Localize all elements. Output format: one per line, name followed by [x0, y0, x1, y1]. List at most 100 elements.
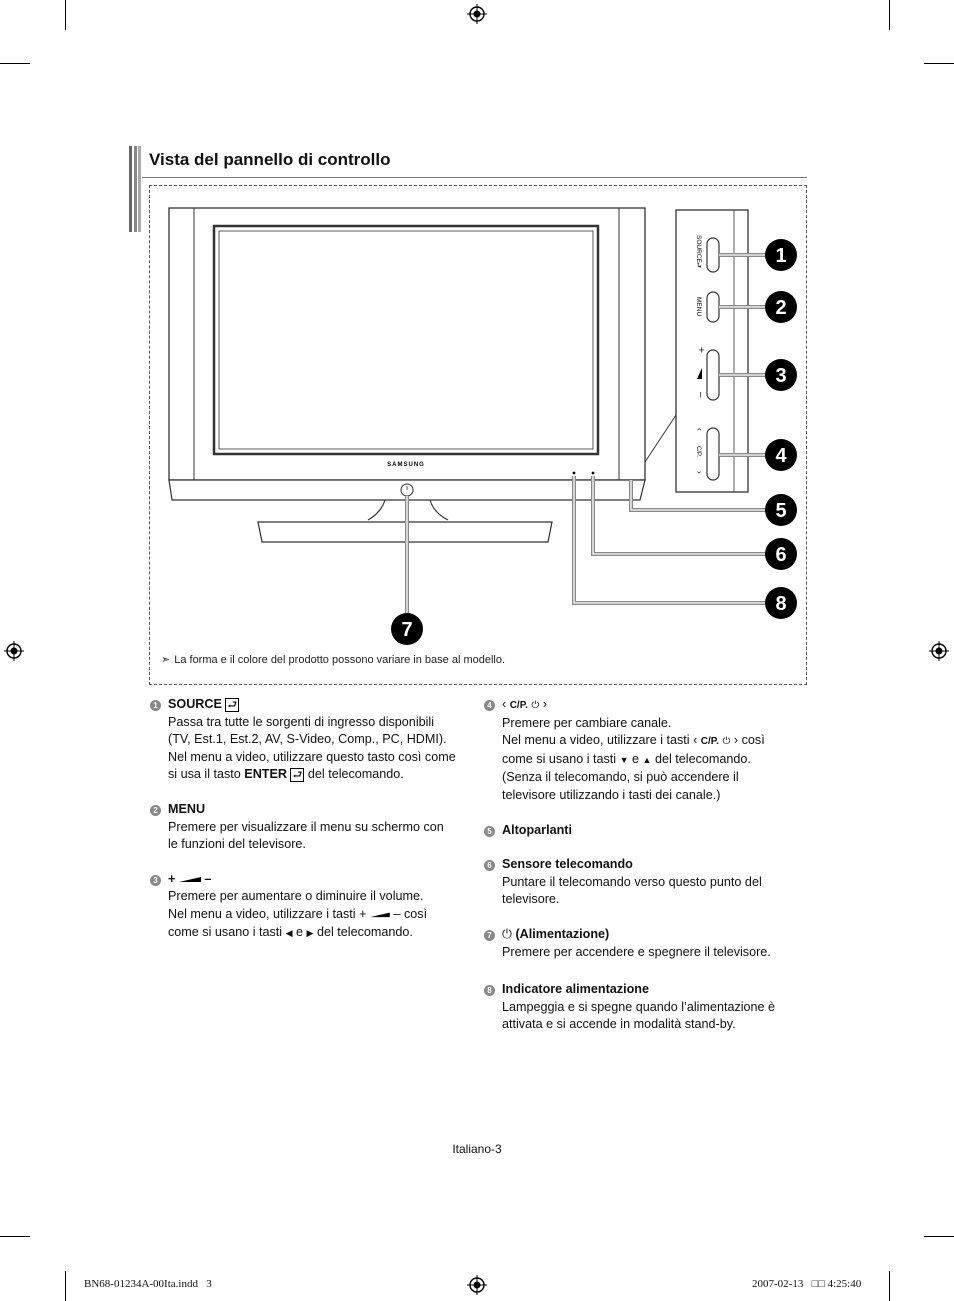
- list-item: 8 Indicatore alimentazione Lampeggia e s…: [484, 981, 802, 1034]
- remote-sensor: [591, 471, 595, 475]
- down-arrow-icon: ▼: [619, 754, 629, 765]
- cp-inline-label: C/P.: [700, 736, 719, 748]
- page-number: Italiano-3: [452, 1142, 502, 1156]
- item-number: 4: [484, 700, 495, 711]
- model-note: ➣La forma e il colore del prodotto posso…: [161, 653, 505, 666]
- item-line: televisore.: [502, 892, 560, 907]
- crop-mark: [0, 1236, 30, 1237]
- panel-source-label: SOURCE: [695, 235, 702, 263]
- panel-menu-label: MENU: [695, 297, 702, 316]
- section-title-bar: [129, 146, 141, 232]
- list-item: 7 ⏻ (Alimentazione) Premere per accender…: [484, 926, 802, 961]
- item-line: Puntare il telecomando verso questo punt…: [502, 874, 762, 889]
- panel-plus-label: +: [695, 347, 706, 353]
- power-indicator: [572, 471, 576, 475]
- registration-mark-icon: [929, 641, 949, 661]
- callout-badge: [765, 538, 797, 570]
- item-heading: Indicatore alimentazione: [502, 982, 649, 997]
- enter-icon: ⮐: [225, 698, 240, 712]
- item-number: 2: [150, 804, 161, 816]
- list-item: 1 SOURCE ⮐ Passa tra tutte le sorgenti d…: [150, 696, 478, 784]
- item-number: 6: [484, 860, 495, 872]
- panel-channel-button: [706, 427, 720, 481]
- panel-cp-label: C/P.: [695, 446, 701, 457]
- item-text: si usa il tasto: [168, 767, 245, 782]
- callout-number: 5: [775, 500, 786, 522]
- panel-up-label: ‹: [695, 428, 704, 431]
- crop-mark: [889, 1271, 890, 1301]
- callout-badge: [765, 587, 797, 619]
- item-text: così: [741, 733, 765, 748]
- item-line: Premere per aumentare o diminuire il vol…: [168, 889, 424, 904]
- callout-number: 7: [401, 619, 412, 641]
- panel-down-label: ›: [695, 471, 704, 474]
- volume-icon: [370, 912, 390, 918]
- crop-mark: [889, 0, 890, 30]
- item-number: 7: [484, 929, 495, 941]
- power-icon: ⏻: [531, 700, 540, 711]
- panel-minus-label: –: [695, 392, 706, 398]
- callout-badge: [765, 439, 797, 471]
- item-heading: SOURCE: [168, 697, 222, 711]
- item-number: 1: [150, 700, 161, 711]
- descriptions-right: 4 ‹ C/P. ⏻ › Premere per cambiare canale…: [484, 696, 802, 1034]
- power-icon: ⏻: [502, 926, 512, 941]
- item-heading: C/P.: [509, 700, 528, 711]
- item-number: 8: [484, 985, 495, 997]
- power-icon: ⏻: [722, 736, 731, 748]
- diagram-frame: [149, 185, 807, 685]
- registration-mark-icon: [4, 641, 24, 661]
- panel-volume-icon: [697, 368, 702, 379]
- item-number: 3: [150, 874, 161, 886]
- callout-number: 1: [775, 245, 786, 267]
- item-line: Passa tra tutte le sorgenti di ingresso …: [168, 714, 435, 729]
- item-text: del telecomando.: [316, 924, 413, 939]
- chevron-left-icon: ‹: [502, 697, 507, 711]
- list-item: 3 + – Premere per aumentare o diminuire …: [150, 871, 478, 942]
- callout-badge: [765, 494, 797, 526]
- item-text: così: [403, 906, 428, 921]
- note-arrow-icon: ➣: [161, 654, 171, 666]
- item-line: Premere per cambiare canale.: [502, 715, 672, 730]
- item-text: Nel menu a video, utilizzare i tasti: [502, 733, 690, 748]
- callout-number: 3: [775, 365, 786, 387]
- volume-icon: [178, 876, 201, 882]
- panel-menu-button: [706, 291, 720, 323]
- crop-mark: [924, 63, 954, 64]
- section-title: Vista del pannello di controllo: [149, 150, 391, 169]
- item-text: come si usano i tasti: [502, 751, 617, 766]
- item-heading: Altoparlanti: [502, 822, 572, 837]
- callout-badge: [391, 613, 423, 645]
- note-text: La forma e il colore del prodotto posson…: [174, 654, 506, 666]
- list-item: 5 Altoparlanti: [484, 822, 802, 840]
- item-line: (TV, Est.1, Est.2, AV, S-Video, Comp., P…: [168, 732, 447, 747]
- callout-number: 6: [775, 544, 786, 566]
- panel-volume-button: [706, 349, 720, 401]
- item-line: (Senza il telecomando, si può accendere …: [502, 770, 739, 785]
- item-text: del telecomando.: [654, 751, 751, 766]
- enter-icon: ⮐: [290, 768, 305, 783]
- crop-mark: [0, 63, 30, 64]
- item-text: come si usano i tasti: [168, 924, 283, 939]
- list-item: 4 ‹ C/P. ⏻ › Premere per cambiare canale…: [484, 696, 802, 805]
- tv-diagram: SAMSUNG SOURCE ⮐ MENU + – ‹ C/P. ›: [168, 207, 797, 645]
- print-timestamp: 2007-02-13 □□ 4:25:40: [752, 1278, 862, 1290]
- callout-badge: [765, 359, 797, 391]
- file-info: BN68-01234A-00Ita.indd 3: [84, 1278, 212, 1290]
- item-text: del telecomando.: [304, 767, 404, 782]
- item-line: Lampeggia e si spegne quando l’alimentaz…: [502, 999, 776, 1014]
- callout-badge: [765, 239, 797, 271]
- item-line: Premere per visualizzare il menu su sche…: [168, 819, 444, 834]
- left-arrow-icon: ◀: [285, 927, 293, 938]
- callout-number: 2: [775, 297, 786, 319]
- crop-mark: [924, 1236, 954, 1237]
- up-arrow-icon: ▲: [642, 754, 652, 765]
- enter-label: ENTER: [244, 767, 287, 782]
- item-heading: (Alimentazione): [515, 926, 610, 941]
- item-line: Premere per accendere e spegnere il tele…: [502, 944, 771, 959]
- item-number: 5: [484, 825, 495, 837]
- item-text: Nel menu a video, utilizzare i tasti: [168, 906, 356, 921]
- item-line: televisore utilizzando i tasti dei canal…: [502, 787, 721, 802]
- tv-stand-neck: [367, 499, 449, 521]
- section-title-rule: [142, 177, 807, 178]
